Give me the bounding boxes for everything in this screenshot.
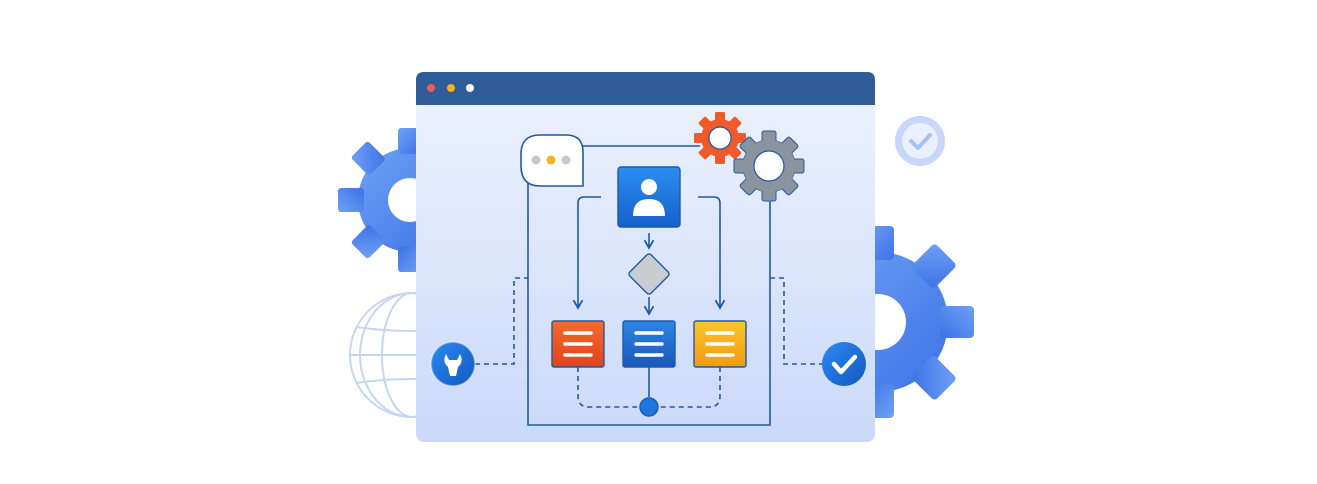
decision-diamond-icon[interactable]: [628, 253, 670, 295]
check-badge-icon: [895, 116, 945, 166]
flow-connectors: [527, 145, 771, 426]
gear-orange-icon: [694, 112, 746, 164]
document-yellow-icon[interactable]: [693, 320, 747, 368]
chat-bubble-icon: [520, 134, 584, 187]
dashed-connectors: [475, 277, 822, 408]
check-circle-icon[interactable]: [822, 342, 866, 386]
window-titlebar: [416, 72, 875, 105]
wrench-icon[interactable]: [430, 341, 476, 387]
document-orange-icon[interactable]: [551, 320, 605, 368]
minimize-dot[interactable]: [447, 84, 455, 92]
gear-gray-icon: [733, 130, 805, 202]
user-icon[interactable]: [617, 166, 681, 228]
document-blue-icon[interactable]: [622, 320, 676, 368]
maximize-dot[interactable]: [466, 84, 474, 92]
merge-node-icon[interactable]: [639, 397, 659, 417]
close-dot[interactable]: [427, 84, 435, 92]
